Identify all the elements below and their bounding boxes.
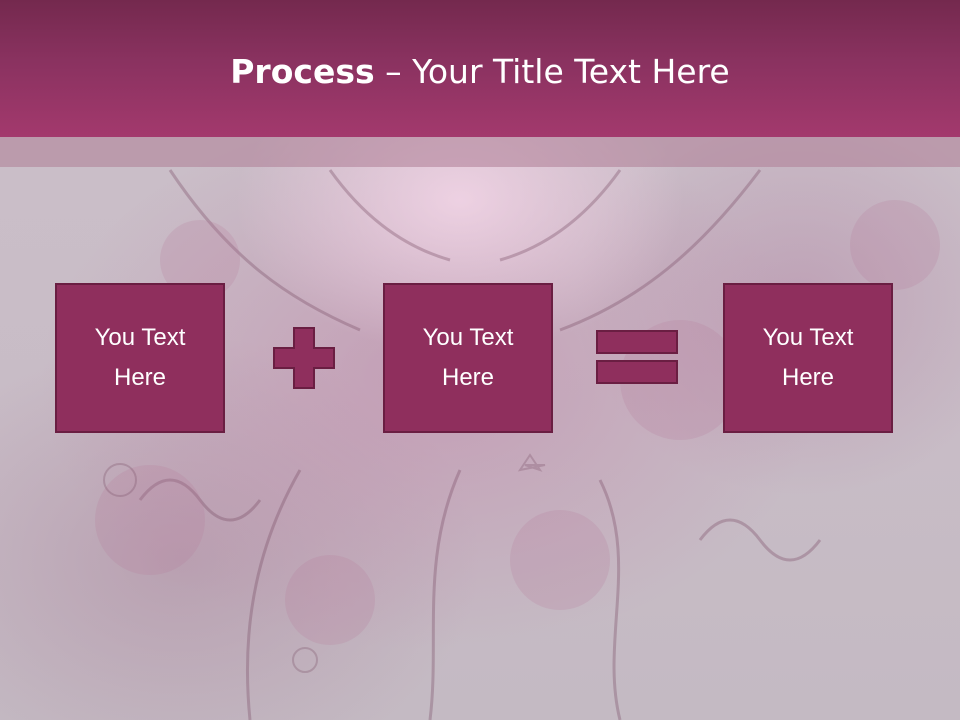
title-bold-part: Process — [230, 52, 375, 91]
equals-icon — [596, 330, 678, 384]
process-box-3-text: You Text Here — [762, 324, 854, 391]
process-box-3: You Text Here — [723, 283, 893, 433]
title-rest-part: – Your Title Text Here — [374, 52, 730, 91]
title-bar-band — [0, 137, 960, 167]
process-box-1-text: You Text Here — [94, 324, 186, 391]
process-box-1: You Text Here — [55, 283, 225, 433]
title-bar — [0, 0, 960, 137]
slide-title: Process – Your Title Text Here — [0, 52, 960, 91]
process-box-2-text: You Text Here — [422, 324, 514, 391]
process-box-2: You Text Here — [383, 283, 553, 433]
plus-icon — [273, 327, 335, 389]
